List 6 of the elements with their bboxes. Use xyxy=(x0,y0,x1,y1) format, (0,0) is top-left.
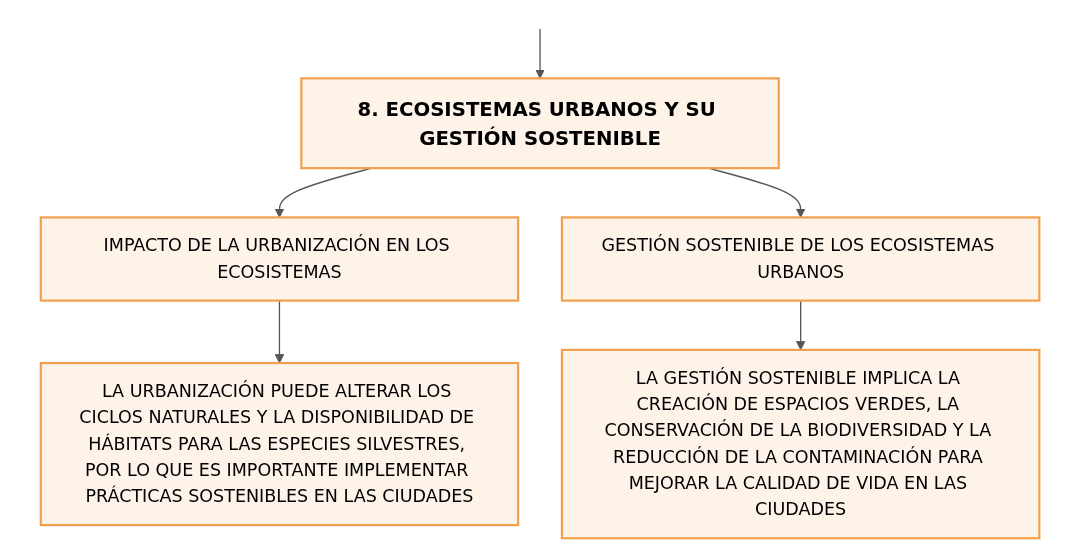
node-box: LA GESTIÓN SOSTENIBLE IMPLICA LA CREACIÓN DE ESPACIOS VERDES, LA CONSERVACIÓN DE LA BIODIVERSIDAD Y LA REDUCCIÓN DE LA CONTAMINACIÓN PARA MEJORAR LA CALIDAD DE VIDA EN LAS CIUDADES xyxy=(561,348,1041,540)
node-box: IMPACTO DE LA URBANIZACIÓN EN LOS ECOSISTEMAS xyxy=(40,216,520,302)
arrow xyxy=(535,28,546,79)
node-box: GESTIÓN SOSTENIBLE DE LOS ECOSISTEMAS URBANOS xyxy=(561,216,1041,302)
node-box: LA URBANIZACIÓN PUEDE ALTERAR LOS CICLOS NATURALES Y LA DISPONIBILIDAD DE HÁBITATS PARA LAS ESPECIES SILVESTRES, POR LO QUE ES IMPORTANTE IMPLEMENTAR PRÁCTICAS SOSTENIBLES EN LAS CIUDADES xyxy=(40,361,520,527)
node-box: 8. ECOSISTEMAS URBANOS Y SU GESTIÓN SOSTENIBLE xyxy=(300,77,781,170)
